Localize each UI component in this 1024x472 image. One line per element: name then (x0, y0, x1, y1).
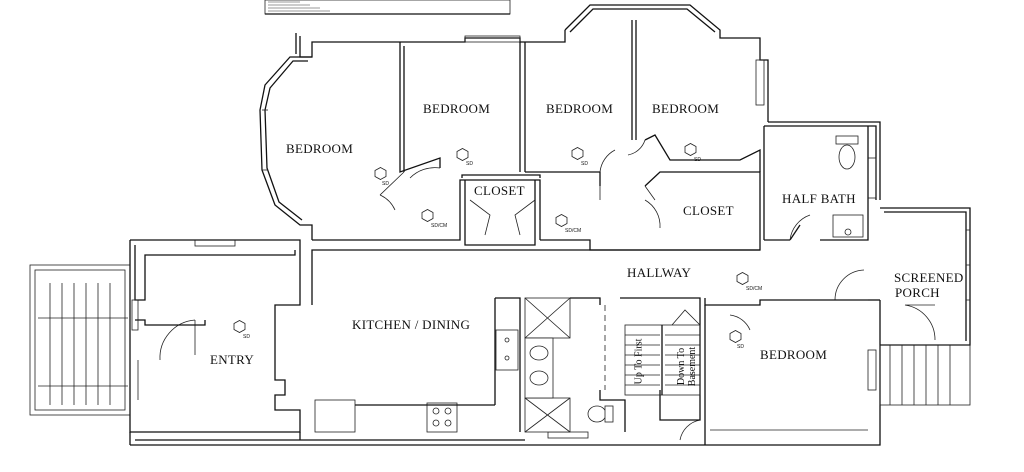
room-label-entry: ENTRY (210, 352, 255, 367)
smoke-detector-icon (374, 167, 387, 180)
smoke-detector-icon (233, 320, 246, 333)
sdcm-label: SD/CM (746, 286, 763, 292)
smoke-co-detector-icon (421, 209, 434, 222)
sd-label: SD (581, 161, 588, 167)
north-partitions (312, 20, 869, 251)
exterior-walls (194, 4, 881, 247)
room-label-bedroom-north-2: BEDROOM (546, 101, 614, 116)
room-label-bedroom-north-1: BEDROOM (423, 101, 491, 116)
interior-stair (620, 297, 701, 421)
smoke-co-detector-icon (736, 272, 749, 285)
room-label-porch: PORCH (895, 285, 940, 300)
smoke-detector-icon (729, 330, 742, 343)
entry-stair (29, 239, 301, 445)
stair-label-down-line2: Basement (687, 346, 699, 387)
sd-label: SD (694, 157, 701, 163)
screened-porch (879, 207, 971, 406)
half-bath-fixtures (832, 135, 864, 238)
smoke-detector-icon (684, 143, 697, 156)
room-label-closet-center: CLOSET (474, 183, 525, 198)
sd-label: SD (382, 181, 389, 187)
room-label-closet-east: CLOSET (683, 203, 734, 218)
sdcm-label: SD/CM (431, 223, 448, 229)
room-label-hallway: HALLWAY (627, 265, 692, 280)
sdcm-label: SD/CM (565, 228, 582, 234)
stair-label-down-line1: Down To (676, 347, 688, 386)
room-label-bedroom-west: BEDROOM (286, 141, 354, 156)
sd-label: SD (737, 344, 744, 350)
room-label-screened: SCREENED (894, 270, 964, 285)
doors (159, 139, 936, 441)
room-label-bedroom-south: BEDROOM (760, 347, 828, 362)
smoke-detector-icon (571, 147, 584, 160)
bathroom-fixtures (524, 297, 626, 433)
stair-label-up: Up To First (633, 338, 645, 385)
room-label-kitchen-dining: KITCHEN / DINING (352, 317, 471, 332)
south-bedroom-walls (704, 298, 868, 445)
sd-label: SD (243, 334, 250, 340)
room-label-bedroom-north-3: BEDROOM (652, 101, 720, 116)
smoke-detector-icon (456, 148, 469, 161)
sd-label: SD (466, 161, 473, 167)
smoke-co-detector-icon (555, 214, 568, 227)
room-label-half-bath: HALF BATH (782, 191, 856, 206)
north-balcony (264, 0, 511, 15)
kitchen-fixtures (314, 297, 521, 433)
